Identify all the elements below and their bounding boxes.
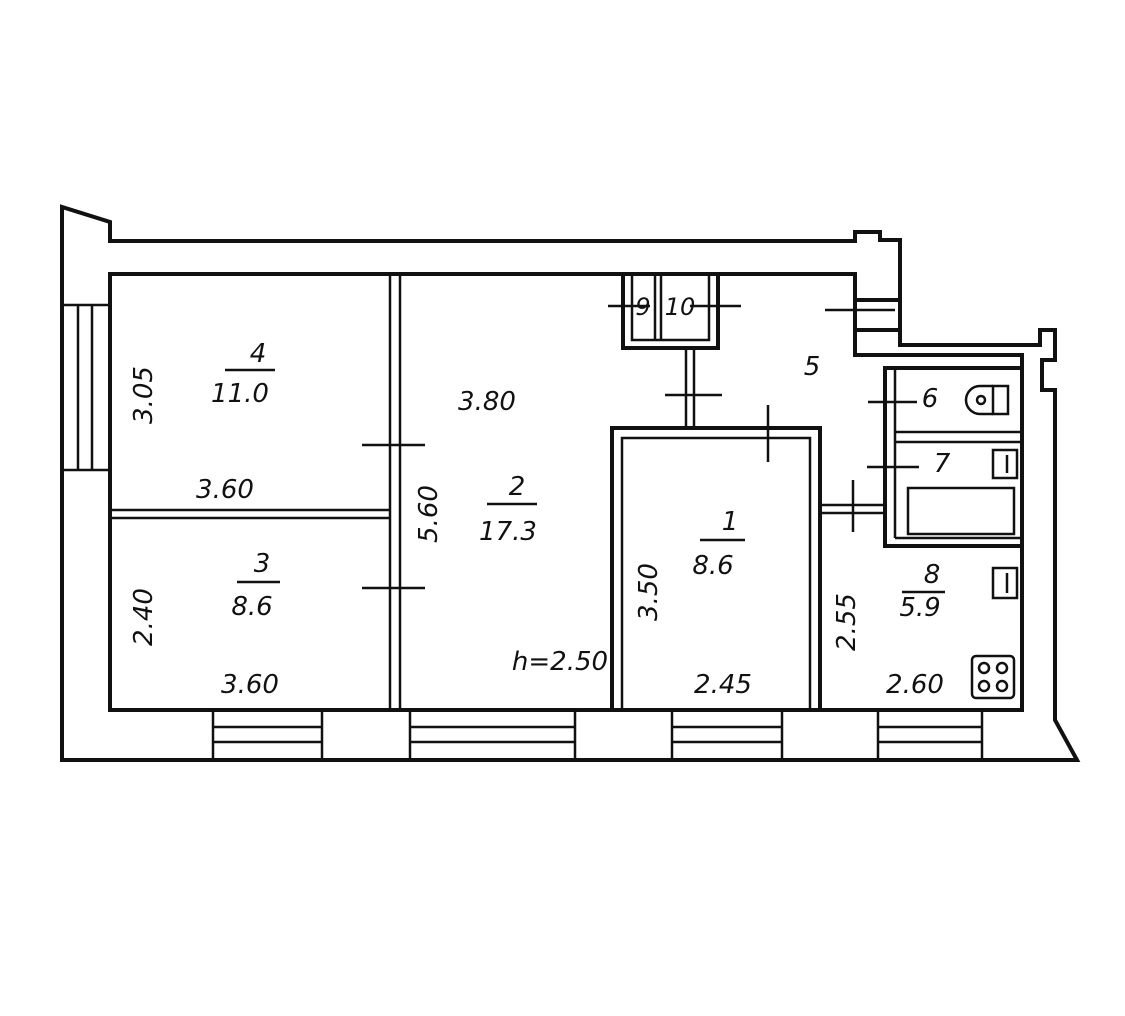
- toilet-icon: [964, 384, 1010, 416]
- dim-room8-width: 2.60: [886, 670, 944, 700]
- room-9-number: 9: [635, 293, 650, 321]
- dim-room4-height: 3.05: [129, 366, 159, 424]
- room-1-area: 8.6: [692, 551, 733, 581]
- kitchen-sink-icon: [991, 566, 1019, 600]
- door-marks: [362, 304, 919, 590]
- dim-room8-height: 2.55: [832, 593, 862, 651]
- stove-icon: [970, 654, 1016, 700]
- room-8-number: 8: [924, 560, 941, 590]
- sink-icon: [991, 448, 1019, 480]
- window-left: [62, 303, 110, 472]
- dim-room2-width: 3.80: [458, 387, 516, 417]
- dim-room3-width: 3.60: [221, 670, 279, 700]
- windows-bottom: [211, 708, 984, 762]
- dim-room3-height: 2.40: [129, 588, 159, 646]
- ceiling-height: h=2.50: [512, 647, 608, 677]
- room-2-number: 2: [509, 472, 526, 502]
- room-3-area: 8.6: [231, 592, 272, 622]
- room-4-number: 4: [250, 339, 267, 369]
- bathtub-icon: [906, 486, 1016, 536]
- dim-room2-height: 5.60: [414, 485, 444, 543]
- room-5-number: 5: [804, 352, 821, 382]
- room-1-number: 1: [722, 507, 739, 537]
- room-3-number: 3: [254, 549, 271, 579]
- fixtures: [906, 384, 1019, 700]
- room-4-area: 11.0: [211, 379, 269, 409]
- room-7-number: 7: [934, 449, 951, 479]
- room-2-area: 17.3: [479, 517, 537, 547]
- dim-room4-width: 3.60: [196, 475, 254, 505]
- dim-room1-width: 2.45: [694, 670, 752, 700]
- dim-room1-height: 3.50: [634, 563, 664, 621]
- dimension-labels: 3.05 3.60 2.40 3.60 3.80 5.60 3.50 2.45 …: [129, 366, 944, 700]
- room-8-area: 5.9: [899, 593, 940, 623]
- room-labels: 4 11.0 3 8.6 2 17.3 1 8.6 5 6 7 8 5.9 9 …: [211, 293, 951, 677]
- room-10-number: 10: [665, 293, 696, 321]
- room-6-number: 6: [922, 384, 939, 414]
